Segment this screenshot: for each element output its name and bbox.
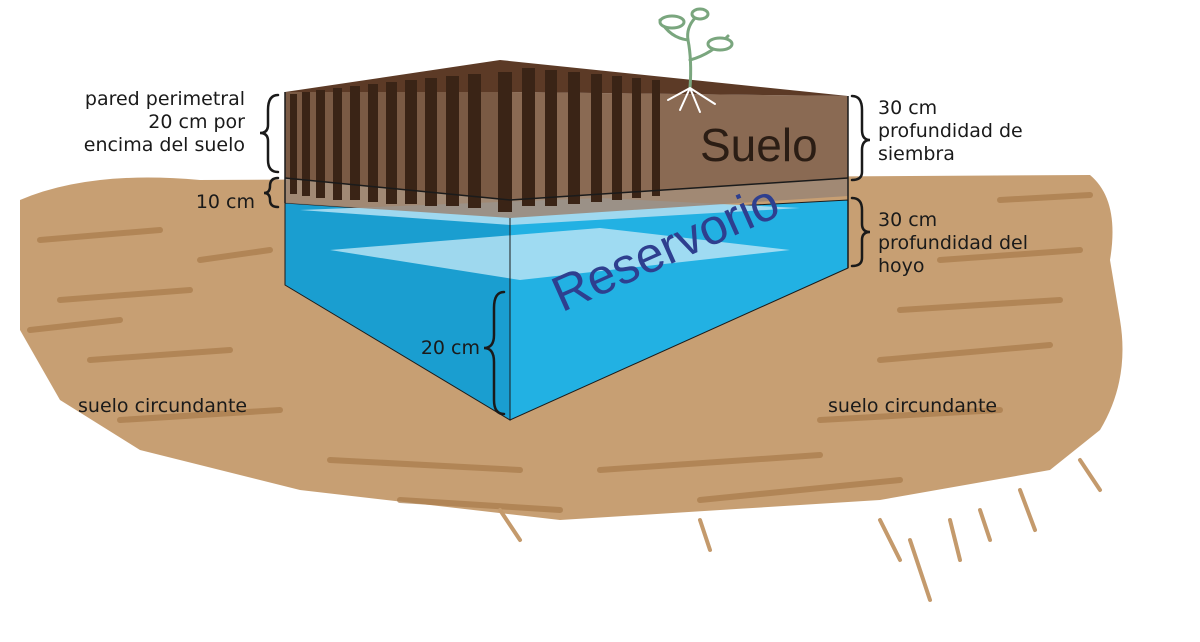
surrounding-soil-right-label: suelo circundante (828, 395, 998, 417)
brace-reservoir (483, 290, 506, 416)
braces (259, 93, 871, 416)
gap-label: 10 cm (195, 191, 255, 213)
wall-label-line-2: 20 cm por (148, 111, 245, 133)
wall-height-label: pared perimetral 20 cm por encima del su… (40, 88, 245, 157)
planting-label-line-2: profundidad de (878, 120, 1023, 142)
planting-depth-label: 30 cm profundidad de siembra (878, 97, 1023, 166)
wall-label-line-3: encima del suelo (83, 134, 245, 156)
hole-depth-label: 30 cm profundidad del hoyo (878, 209, 1028, 278)
brace-hole (850, 196, 871, 268)
brace-wall (259, 93, 280, 174)
hole-label-line-2: profundidad del (878, 232, 1029, 254)
soil-layer (284, 60, 849, 268)
wall-label-line-1: pared perimetral (84, 88, 245, 110)
reservoir-depth-label: 20 cm (420, 337, 480, 359)
ground-specks (498, 458, 1102, 602)
soil-title: Suelo (700, 119, 818, 171)
planting-label-line-1: 30 cm (878, 97, 938, 119)
hole-label-line-1: 30 cm (878, 209, 938, 231)
ground-strokes (27, 192, 1093, 513)
soil-gap-band (285, 178, 848, 218)
stakes (290, 68, 660, 212)
surrounding-soil-left-label: suelo circundante (78, 395, 248, 417)
plant-icon (658, 7, 734, 113)
brace-planting (850, 94, 871, 182)
hole-label-line-3: hoyo (878, 255, 925, 277)
brace-gap (263, 176, 280, 209)
reservoir-inner-floor (330, 228, 790, 280)
planting-label-line-3: siembra (878, 143, 955, 165)
